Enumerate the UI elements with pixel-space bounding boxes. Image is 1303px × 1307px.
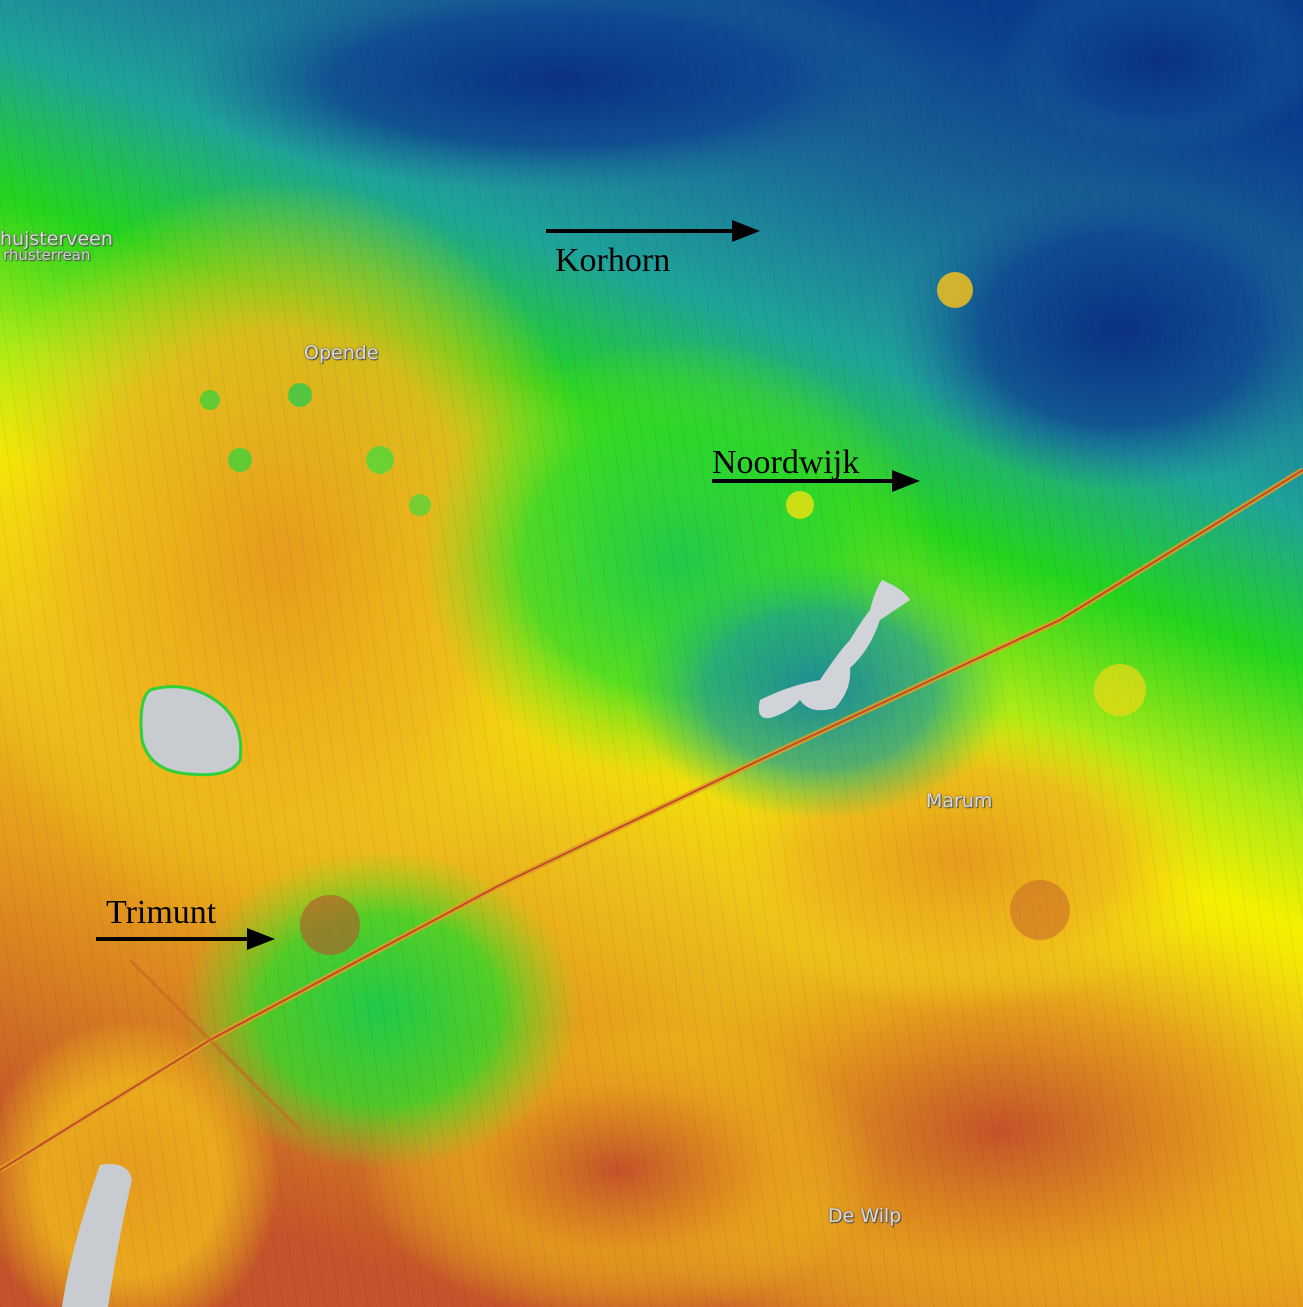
place-label-de-wilp: De Wilp [828,1205,902,1227]
annotation-trimunt: Trimunt [106,894,217,931]
place-label-marum: Marum [926,790,993,812]
place-label-opende: Opende [304,342,379,364]
annotation-noordwijk: Noordwijk [712,444,860,481]
lake-west [139,685,243,777]
place-label-top-left-sub: rhusterrean [3,246,91,264]
lake-noordwijk [758,580,910,719]
annotation-korhorn: Korhorn [555,242,671,279]
place-label-top-left: hujsterveen [0,228,113,250]
lake-southwest [62,1164,132,1307]
